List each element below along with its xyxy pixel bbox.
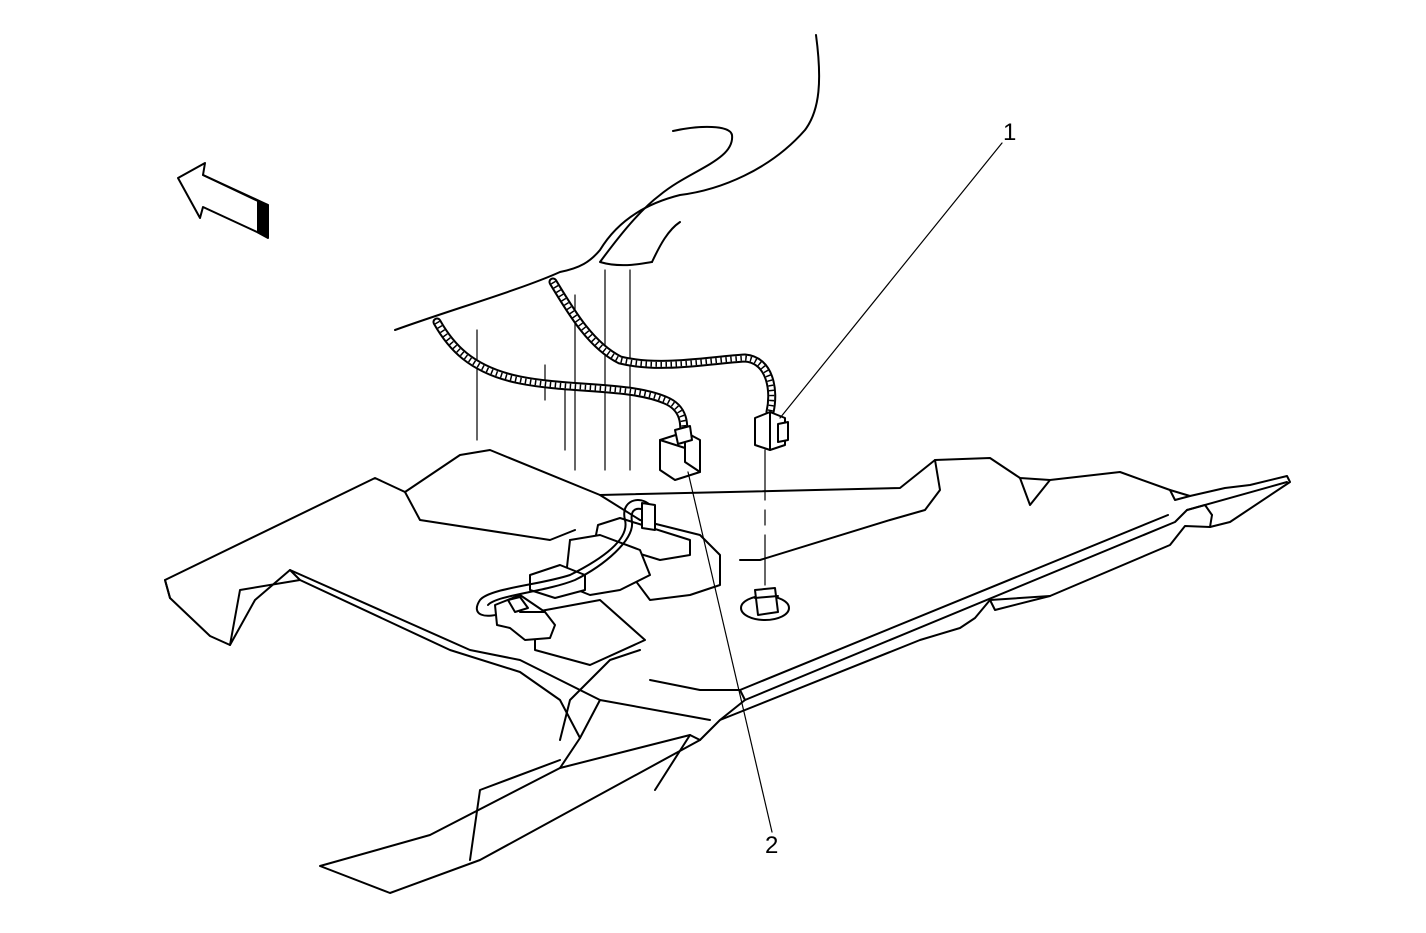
wiring-harness <box>432 277 777 445</box>
module-pigtail <box>475 499 656 641</box>
connector-2 <box>659 425 701 481</box>
connector-1 <box>754 411 789 451</box>
callout-leaders <box>687 142 1003 833</box>
sensor-module <box>529 517 691 666</box>
floor-sensor <box>740 449 790 621</box>
seat-outline <box>394 34 821 471</box>
callout-1-label: 1 <box>1003 119 1016 146</box>
floor-pan <box>164 449 1291 894</box>
leader-1 <box>779 142 1003 419</box>
callout-2-label: 2 <box>765 832 778 859</box>
leader-2 <box>687 471 773 833</box>
forward-arrow-icon <box>177 162 269 239</box>
